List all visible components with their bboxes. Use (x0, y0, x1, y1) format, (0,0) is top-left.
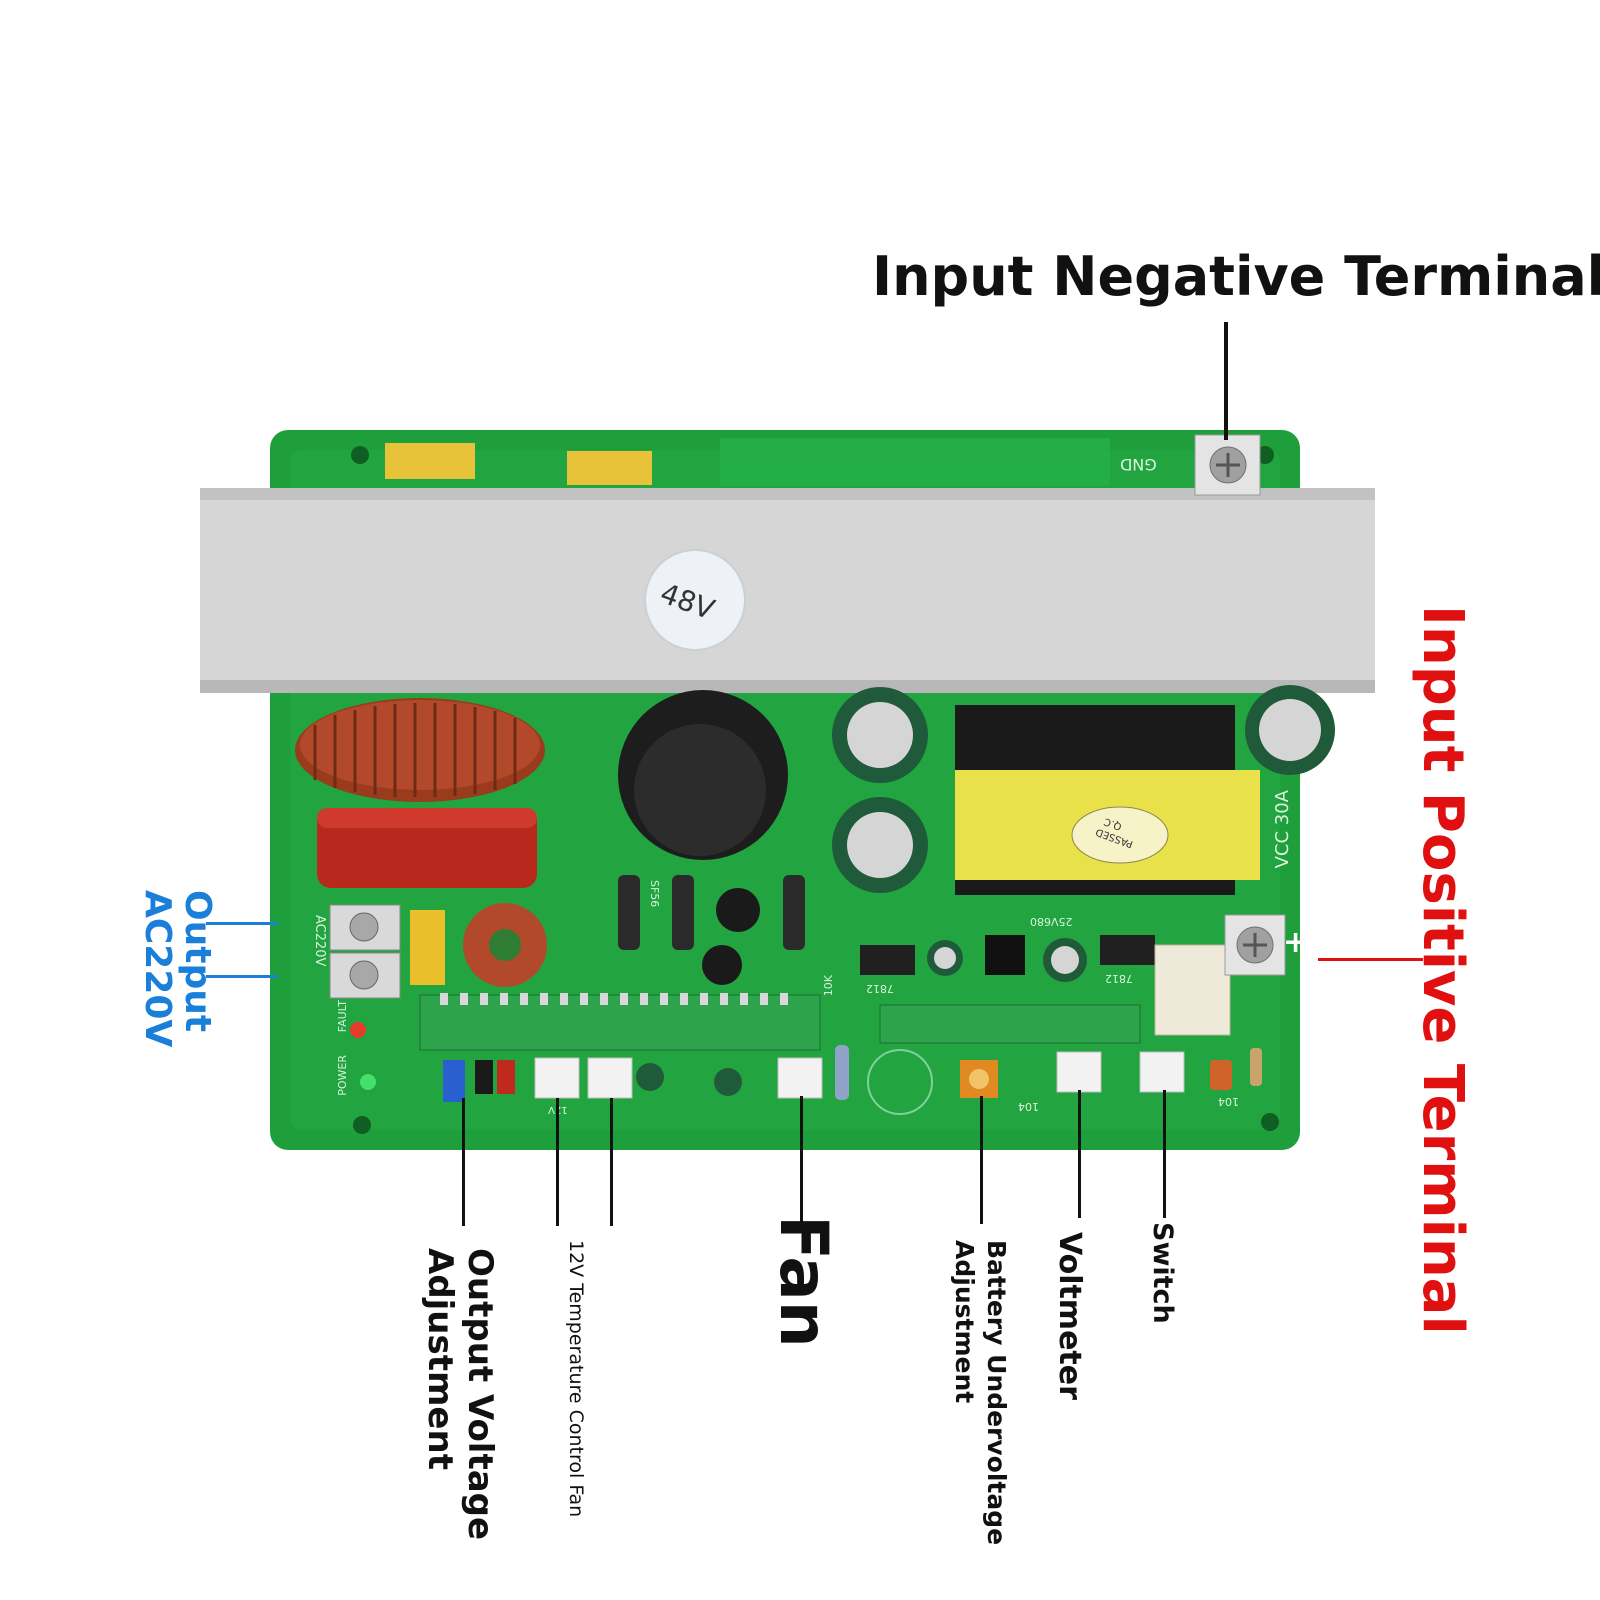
callout-line-input-negative (1224, 322, 1228, 440)
capacitor-marking: 25V680 (1030, 915, 1073, 928)
callout-line-temp-fan-1 (556, 1098, 559, 1226)
control-board (879, 1004, 1141, 1044)
48v-sticker (644, 549, 746, 651)
temp-fan-connector-1 (534, 1057, 580, 1099)
fault-marking: FAULT (336, 1000, 349, 1033)
diode (783, 875, 805, 950)
callout-line-switch (1163, 1090, 1166, 1218)
callout-line-fan (800, 1096, 803, 1224)
plus-marking: + (1283, 925, 1309, 960)
label-output-ac220v: Output AC220V (137, 890, 218, 1048)
callout-line-voltmeter (1078, 1090, 1081, 1218)
resistor-marking: 104 (1018, 1100, 1039, 1113)
x-capacitor (410, 910, 445, 985)
gnd-marking: GND (1120, 455, 1157, 474)
fault-led (350, 1022, 366, 1038)
power-marking: POWER (336, 1055, 349, 1096)
label-fan: Fan (765, 1215, 842, 1348)
callout-line-input-positive (1318, 958, 1423, 961)
label-battery-undervoltage-adjustment: Battery Undervoltage Adjustment (948, 1240, 1012, 1545)
regulator-marking: 7812 (1105, 972, 1133, 985)
voltmeter-connector (1056, 1051, 1102, 1093)
label-battery-line1: Battery Undervoltage (982, 1240, 1011, 1546)
regulator (860, 945, 915, 975)
temp-fan-connector-2 (587, 1057, 633, 1099)
diode-marking: SF56 (648, 880, 661, 908)
heatsink (200, 488, 1375, 693)
label-voltmeter: Voltmeter (1052, 1232, 1087, 1400)
callout-line-output-voltage (462, 1098, 465, 1226)
label-12v-temperature-control-fan: 12V Temperature Control Fan (565, 1240, 587, 1518)
diode (672, 875, 694, 950)
callout-line-output-1 (206, 922, 278, 925)
switch-connector (1139, 1051, 1185, 1093)
mounting-hole (1261, 1113, 1279, 1131)
fan-connector (777, 1057, 823, 1099)
label-output-voltage-line2: Adjustment (420, 1248, 460, 1470)
label-output-line1: Output (177, 890, 218, 1033)
resistor-marking: 10K (822, 975, 835, 997)
relay (1154, 944, 1231, 1036)
transistor (702, 945, 742, 985)
callout-line-battery (980, 1096, 983, 1224)
callout-line-temp-fan-2 (610, 1098, 613, 1226)
label-output-voltage-line1: Output Voltage (460, 1248, 500, 1541)
ac-marking: AC220V (312, 915, 327, 967)
label-input-negative-terminal: Input Negative Terminal (872, 245, 1600, 308)
resistor-marking: 104 (1218, 1095, 1239, 1108)
regulator-marking: 7812 (866, 982, 894, 995)
label-battery-line2: Adjustment (950, 1240, 979, 1404)
yellow-capacitor (385, 443, 475, 479)
yellow-capacitor (567, 451, 652, 485)
callout-line-output-2 (206, 975, 278, 978)
ic (985, 935, 1025, 975)
mounting-hole (353, 1116, 371, 1134)
power-led (360, 1074, 376, 1090)
label-input-positive-terminal: Input Positive Terminal (1410, 605, 1475, 1335)
transistor (716, 888, 760, 932)
label-output-voltage-adjustment: Output Voltage Adjustment (420, 1248, 500, 1540)
diode (618, 875, 640, 950)
output-voltage-pot (443, 1060, 465, 1102)
vcc-marking: VCC 30A (1272, 790, 1293, 869)
vcc-terminal (1224, 914, 1286, 976)
regulator (1100, 935, 1155, 965)
mounting-hole (351, 446, 369, 464)
label-output-line2: AC220V (137, 890, 178, 1048)
label-switch: Switch (1147, 1222, 1178, 1324)
